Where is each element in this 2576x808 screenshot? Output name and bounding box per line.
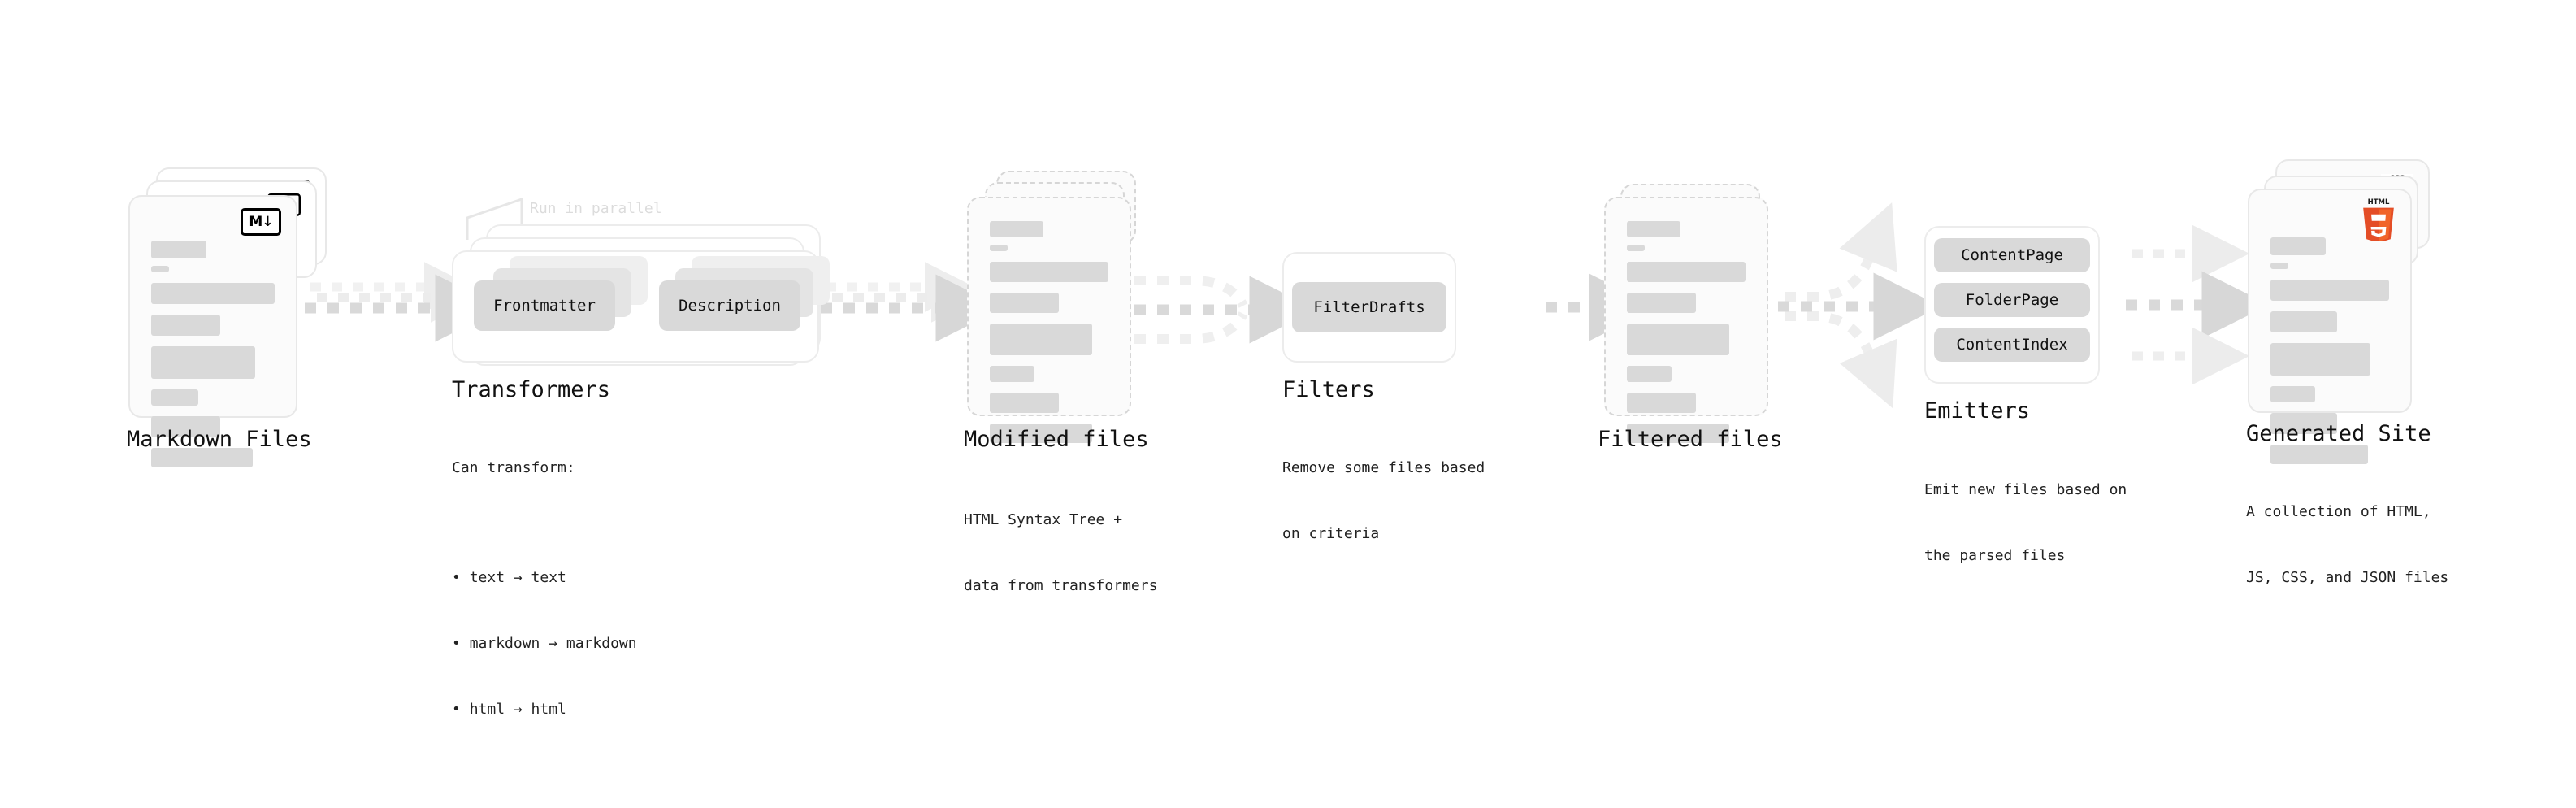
placeholder-line [2270,263,2288,269]
placeholder-line [2270,311,2337,332]
modified-files-description: HTML Syntax Tree + data from transformer… [964,465,1157,641]
transformers-bullet: html → html [452,698,637,720]
filters-description-line: Remove some files based [1282,459,1485,476]
connector-emitters-to-site [2126,224,2270,385]
generated-site-description-line: A collection of HTML, [2246,503,2431,520]
emitters-description-line: the parsed files [1924,547,2066,564]
filters-description: Remove some files based on criteria [1282,413,1485,589]
diagram-canvas: M↓ M↓ M↓ Markdown Files Frontmatt [0,0,2576,681]
svg-text:HTML: HTML [2368,198,2390,206]
placeholder-line [990,366,1035,382]
placeholder-line [990,393,1059,413]
placeholder-text-lines [151,241,275,478]
transformers-bullet-list: text → text markdown → markdown html → h… [452,523,637,764]
placeholder-text-lines [990,221,1108,454]
modified-file-card-front [967,197,1131,443]
transformers-bullet: markdown → markdown [452,632,637,654]
connector-modified-to-filters [1134,276,1317,344]
transformers-description-line: Can transform: [452,459,575,476]
markdown-file-card-front: M↓ [128,195,297,467]
stage-caption-generated-site: Generated Site [2246,421,2431,446]
placeholder-line [1627,393,1696,413]
emitter-node-folderpage[interactable]: FolderPage [1934,283,2090,317]
generated-site-description-line: JS, CSS, and JSON files [2246,569,2449,586]
emitters-description-line: Emit new files based on [1924,481,2127,498]
stage-caption-transformers: Transformers [452,377,611,402]
placeholder-line [1627,424,1729,443]
transformer-node-frontmatter[interactable]: Frontmatter [474,280,615,331]
stage-caption-modified-files: Modified files [964,427,1149,452]
placeholder-line [151,266,169,272]
stage-caption-emitters: Emitters [1924,398,2031,424]
placeholder-text-lines [1627,221,1746,454]
stage-caption-filtered-files: Filtered files [1598,427,1783,452]
placeholder-line [2270,237,2326,255]
html5-icon: HTML [2363,198,2394,241]
modified-files-description-line: data from transformers [964,577,1158,594]
placeholder-line [2270,413,2337,434]
run-in-parallel-label: Run in parallel [530,200,662,217]
placeholder-line [1627,324,1729,355]
placeholder-line [2270,386,2316,402]
placeholder-line [151,416,221,437]
stage-caption-filters: Filters [1282,377,1375,402]
connector-md-to-transformers [305,262,503,342]
transformers-description: Can transform: text → text markdown → ma… [452,413,637,808]
placeholder-line [2270,343,2370,376]
filtered-file-card-front [1604,197,1768,443]
placeholder-line [2270,280,2389,301]
generated-site-description: A collection of HTML, JS, CSS, and JSON … [2246,457,2448,632]
connector-transformers-to-modified [821,262,1004,342]
placeholder-line [990,293,1059,313]
connector-filtered-to-emitters [1778,202,1941,409]
stage-caption-markdown-files: Markdown Files [127,427,312,452]
placeholder-line [990,424,1092,443]
placeholder-line [151,346,255,379]
transformers-bullet: text → text [452,567,637,589]
placeholder-line [151,283,275,304]
filters-description-line: on criteria [1282,525,1380,542]
filter-node-filterdrafts[interactable]: FilterDrafts [1292,282,1446,332]
transformer-node-description[interactable]: Description [659,280,800,331]
placeholder-line [151,448,253,467]
placeholder-line [990,221,1043,237]
placeholder-line [990,324,1092,355]
placeholder-line [2270,445,2368,464]
emitters-description: Emit new files based on the parsed files [1924,435,2127,610]
placeholder-line [151,241,206,258]
placeholder-line [1627,293,1696,313]
placeholder-text-lines [2270,237,2389,475]
emitter-node-contentindex[interactable]: ContentIndex [1934,328,2090,362]
placeholder-line [1627,245,1645,251]
placeholder-line [1627,262,1746,282]
placeholder-line [1627,221,1680,237]
markdown-icon: M↓ [241,208,281,236]
site-file-card-front: HTML [2248,189,2412,464]
placeholder-line [151,315,221,336]
emitter-node-contentpage[interactable]: ContentPage [1934,238,2090,272]
placeholder-line [990,245,1008,251]
modified-files-description-line: HTML Syntax Tree + [964,511,1123,528]
placeholder-line [151,389,198,406]
placeholder-line [990,262,1108,282]
placeholder-line [1627,366,1672,382]
